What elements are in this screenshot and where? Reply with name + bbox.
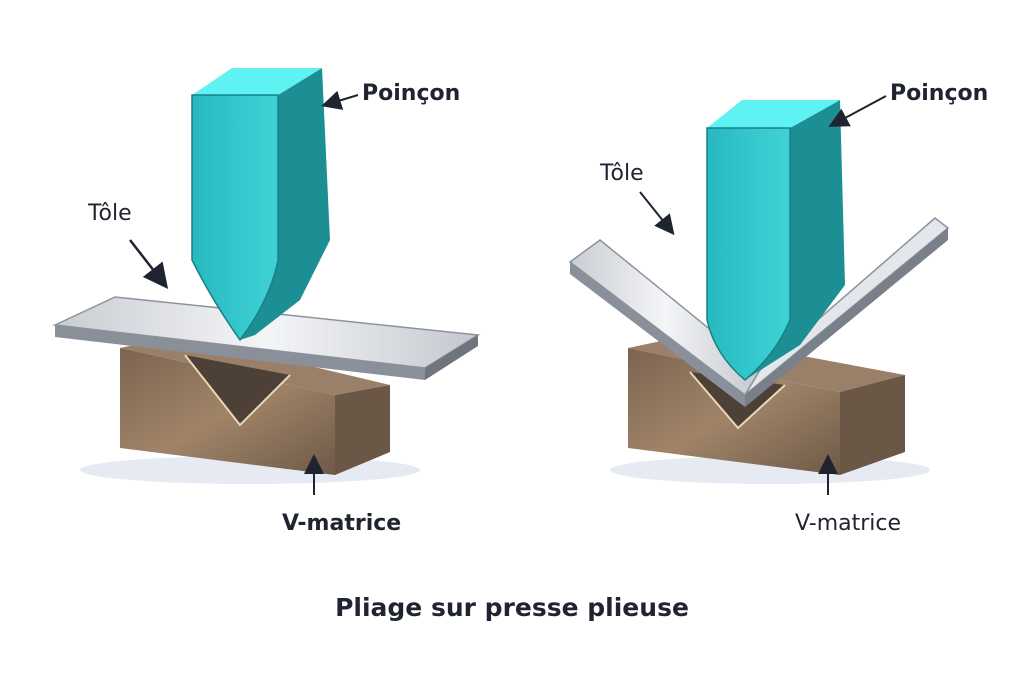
right-punch <box>706 100 845 381</box>
diagram-title: Pliage sur presse plieuse <box>335 593 689 622</box>
left-punch-label: Poinçon <box>362 81 460 106</box>
right-panel: Poinçon Tôle V-matrice <box>568 81 988 536</box>
left-sheet <box>52 296 481 380</box>
right-sheet <box>568 217 950 407</box>
right-sheet-label: Tôle <box>599 161 644 186</box>
left-sheet-label: Tôle <box>87 201 132 226</box>
left-die-label: V-matrice <box>282 511 401 536</box>
left-punch <box>191 68 330 342</box>
right-punch-label: Poinçon <box>890 81 988 106</box>
left-panel: Poinçon Tôle V-matrice <box>52 68 481 536</box>
right-die-label: V-matrice <box>795 511 901 536</box>
